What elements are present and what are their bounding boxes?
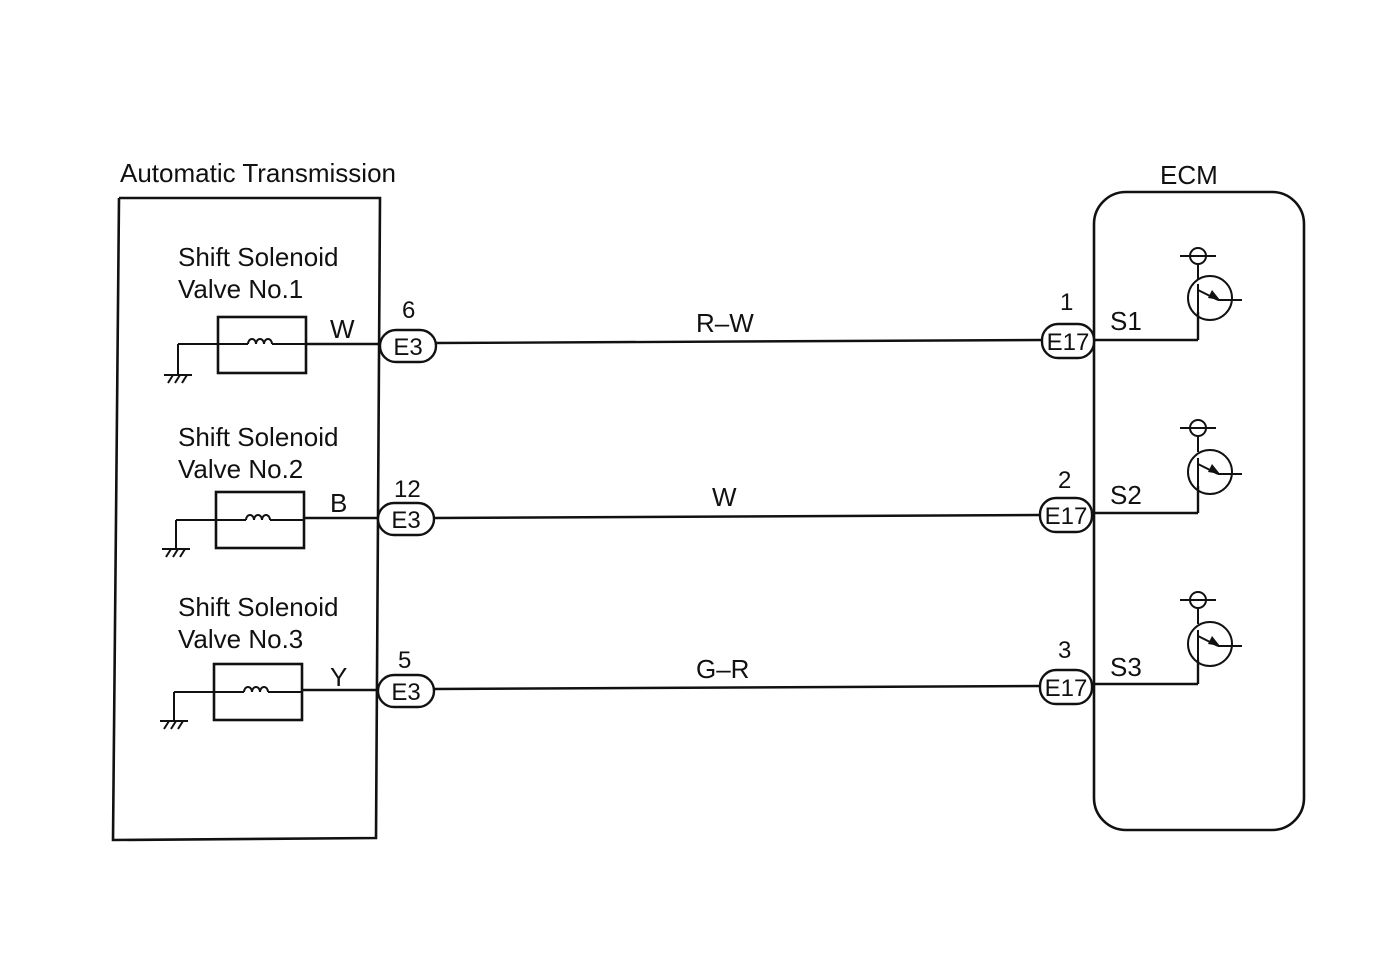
ecm-pin-3: 3: [1058, 637, 1071, 664]
connector-e3-1: [378, 328, 438, 364]
ecm-pin-2: 2: [1058, 467, 1071, 494]
automatic-transmission-box: Automatic Transmission: [111, 158, 396, 842]
valve-3-wire-color: Y: [330, 662, 347, 692]
valve-1-label-line2: Valve No.1: [178, 274, 303, 304]
valve-3-label-line1: Shift Solenoid: [178, 592, 338, 622]
transistor-icon: [1180, 247, 1242, 321]
harness-color-1: R–W: [696, 308, 754, 338]
ecm-terminal-2: S2: [1110, 480, 1142, 510]
ecm-pin-1: 1: [1060, 289, 1073, 316]
connector-e3-3: [376, 673, 436, 709]
tx-pin-1: 6: [402, 297, 415, 324]
connector-e3-3-label: E3: [391, 679, 420, 706]
connector-e3-2-label: E3: [391, 507, 420, 534]
transmission-box-outline: [111, 196, 382, 842]
connector-e17-1-label: E17: [1047, 329, 1090, 356]
connector-e17-2: [1038, 496, 1094, 534]
circuit-1: Shift Solenoid Valve No.1 W E3 6 R–W: [164, 242, 1242, 384]
valve-1-wire-color: W: [330, 314, 355, 344]
circuit-3: Shift Solenoid Valve No.3 Y E3 5 G–R E17…: [160, 591, 1242, 730]
ecm-box-outline: [1092, 190, 1306, 832]
coil-icon: [216, 514, 304, 521]
connector-e3-2: [376, 501, 436, 537]
harness-color-3: G–R: [696, 654, 749, 684]
ecm-box: ECM: [1092, 160, 1306, 832]
ground-icon: [164, 343, 218, 384]
valve-3-label-line2: Valve No.3: [178, 624, 303, 654]
transistor-icon: [1180, 591, 1242, 667]
ecm-terminal-3: S3: [1110, 652, 1142, 682]
ground-icon: [160, 691, 214, 730]
connector-e17-3: [1038, 668, 1094, 706]
valve-2-wire-color: B: [330, 488, 347, 518]
ecm-terminal-1: S1: [1110, 306, 1142, 336]
transmission-title: Automatic Transmission: [120, 158, 396, 188]
valve-2-label-line2: Valve No.2: [178, 454, 303, 484]
connector-e17-3-label: E17: [1045, 675, 1088, 702]
tx-pin-2: 12: [394, 476, 421, 503]
circuit-2: Shift Solenoid Valve No.2 B E3 12 W E17 …: [162, 419, 1242, 558]
harness-color-2: W: [712, 482, 737, 512]
coil-icon: [218, 338, 306, 345]
valve-2-label-line1: Shift Solenoid: [178, 422, 338, 452]
ground-icon: [162, 519, 218, 558]
transistor-icon: [1180, 419, 1242, 495]
connector-e3-1-label: E3: [393, 334, 422, 361]
ecm-title: ECM: [1160, 160, 1218, 190]
connector-e17-2-label: E17: [1045, 503, 1088, 530]
valve-1-label-line1: Shift Solenoid: [178, 242, 338, 272]
tx-pin-3: 5: [398, 647, 411, 674]
coil-icon: [214, 686, 302, 693]
